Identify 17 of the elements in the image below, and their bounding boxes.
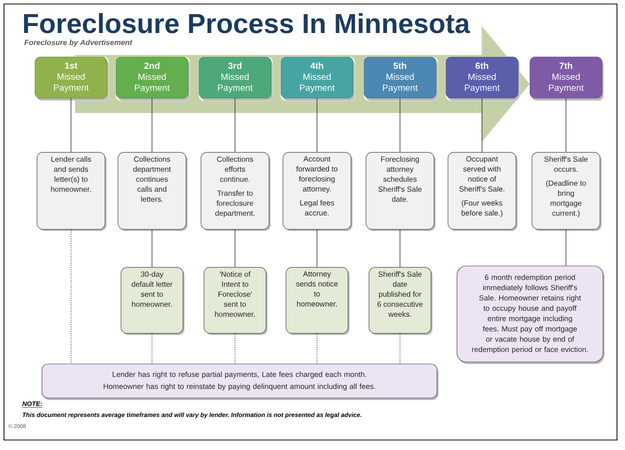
dotted-line: [234, 333, 236, 364]
stage-box: 6th Missed Payment: [446, 56, 520, 100]
connector-line: [316, 98, 318, 152]
block-arrow: [75, 26, 530, 142]
stage-box: 4th Missed Payment: [280, 56, 354, 100]
stage-box: 7th Missed Payment: [530, 56, 604, 100]
connector-line: [316, 229, 318, 268]
stage-box: 1st Missed Payment: [34, 56, 108, 100]
connector-line: [70, 98, 72, 152]
stage-box: 3rd Missed Payment: [198, 56, 272, 100]
stage-box: 2nd Missed Payment: [116, 56, 190, 100]
dotted-line: [70, 229, 72, 364]
connector-line: [234, 229, 236, 268]
connector-line: [234, 98, 236, 152]
title: Foreclosure Process In Minnesota: [24, 13, 470, 34]
dotted-line: [316, 333, 318, 364]
stage-box: 5th Missed Payment: [364, 56, 438, 100]
